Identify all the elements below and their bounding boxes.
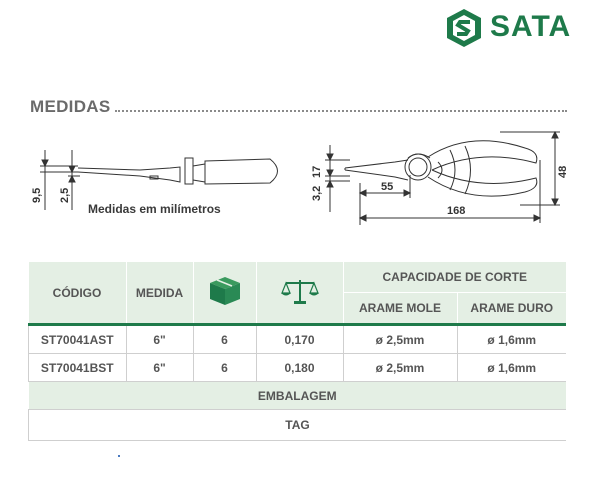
- cell-codigo: ST70041BST: [28, 353, 127, 382]
- stray-mark: [118, 455, 120, 457]
- table-subheader-row: ARAME MOLE ARAME DURO: [29, 292, 566, 325]
- sata-logo: SATA: [444, 8, 594, 48]
- cell-medida: 6": [126, 323, 194, 354]
- tag-label: TAG: [28, 409, 566, 441]
- section-divider: [115, 110, 567, 112]
- side-view-drawing: [40, 150, 278, 210]
- box-icon: [209, 277, 240, 305]
- cell-arame-mole: ø 2,5mm: [343, 353, 458, 382]
- dim-label-left-2: 2,5: [59, 188, 71, 203]
- header-box: [193, 262, 257, 325]
- cell-qty: 6: [193, 353, 257, 382]
- header-scale: [256, 262, 344, 325]
- cell-codigo: ST70041AST: [28, 323, 127, 354]
- header-arame-mole: ARAME MOLE: [343, 292, 458, 325]
- table-row: ST70041BST 6" 6 0,180 ø 2,5mm ø 1,6mm: [28, 353, 566, 382]
- header-codigo: CÓDIGO: [28, 262, 127, 325]
- dim-label-55: 55: [381, 181, 393, 193]
- pliers-technical-drawing: 9,5 2,5: [31, 130, 569, 225]
- spec-table: CÓDIGO MEDIDA CAPACIDADE DE CORTE A: [28, 262, 566, 441]
- balance-scale-icon: [280, 280, 319, 304]
- header-arame-duro: ARAME DURO: [457, 292, 566, 325]
- tag-row: TAG: [28, 409, 566, 441]
- header-capacidade: CAPACIDADE DE CORTE: [343, 262, 566, 293]
- table-header-row: CÓDIGO MEDIDA CAPACIDADE DE CORTE: [28, 262, 566, 325]
- dim-label-168: 168: [447, 205, 465, 217]
- dim-label-48: 48: [557, 166, 569, 178]
- cell-arame-duro: ø 1,6mm: [457, 353, 566, 382]
- cell-peso: 0,170: [256, 323, 344, 354]
- cell-qty: 6: [193, 323, 257, 354]
- dim-label-17: 17: [311, 166, 323, 178]
- cell-medida: 6": [126, 353, 194, 382]
- dim-label-3-2: 3,2: [311, 186, 323, 201]
- cell-arame-mole: ø 2,5mm: [343, 323, 458, 354]
- dim-label-left-1: 9,5: [31, 188, 43, 203]
- top-view-drawing: [325, 130, 560, 225]
- cell-peso: 0,180: [256, 353, 344, 382]
- cell-arame-duro: ø 1,6mm: [457, 323, 566, 354]
- measurement-caption: Medidas em milímetros: [88, 202, 221, 216]
- table-row: ST70041AST 6" 6 0,170 ø 2,5mm ø 1,6mm: [28, 323, 566, 354]
- sata-logo-mark-icon: [447, 9, 481, 47]
- embalagem-label: EMBALAGEM: [28, 381, 566, 410]
- section-title: MEDIDAS: [30, 97, 111, 116]
- brand-name: SATA: [490, 10, 572, 43]
- embalagem-row: EMBALAGEM: [28, 381, 566, 410]
- header-medida: MEDIDA: [126, 262, 194, 325]
